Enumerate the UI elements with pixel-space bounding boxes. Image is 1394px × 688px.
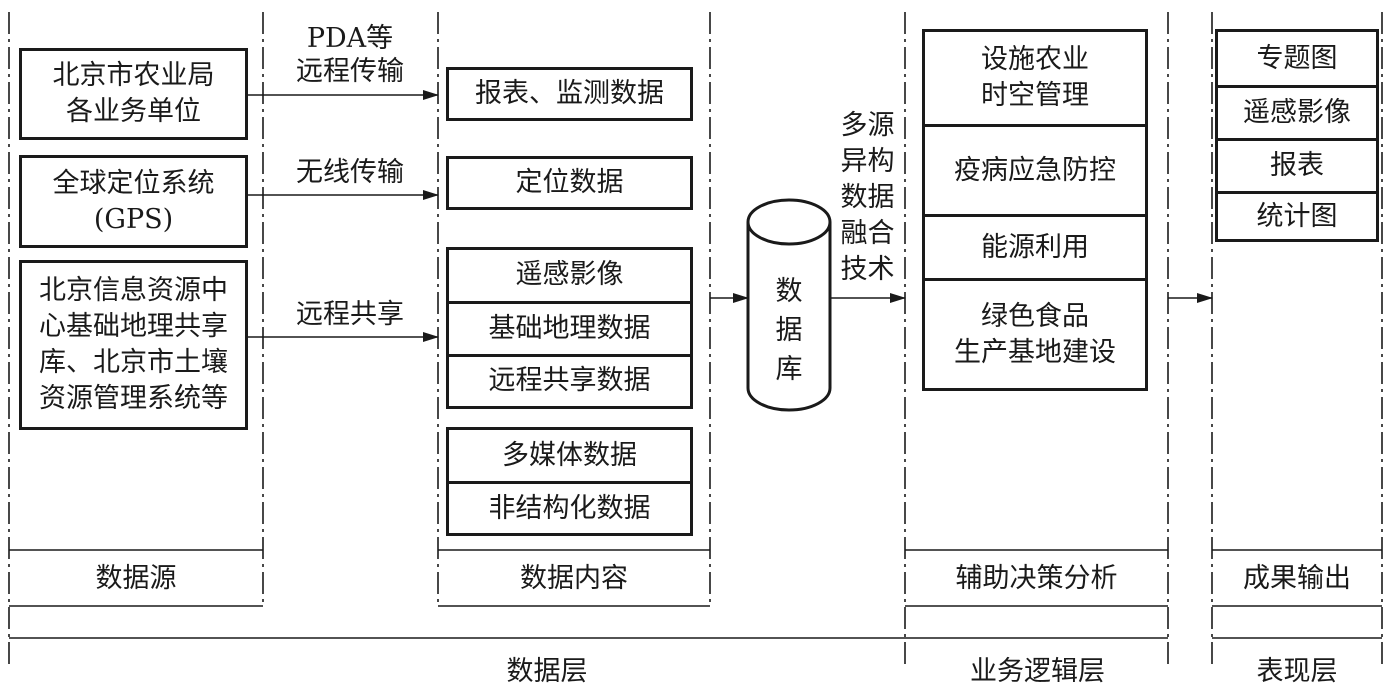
source-info-center: 北京信息资源中 心基础地理共享 库、北京市土壤 资源管理系统等 (19, 260, 248, 430)
content-multimedia: 多媒体数据 (502, 439, 637, 471)
layer-logic-wrap: 业务逻辑层 (920, 622, 1155, 688)
decision-green-food: 绿色食品 生产基地建设 (925, 278, 1145, 388)
layer-presentation-label: 表现层 (1246, 656, 1348, 687)
content-remote-sensing: 遥感影像 (515, 259, 624, 291)
database-cylinder (746, 198, 832, 412)
layer-logic-label: 业务逻辑层 (960, 656, 1115, 687)
source-gps: 全球定位系统 (GPS) (19, 155, 248, 248)
decision-epidemic-control: 疫病应急防控 (925, 124, 1145, 214)
layer-data-wrap: 数据层 (437, 622, 657, 688)
fusion-label: 多源 异构 数据 融合 技术 (840, 110, 895, 285)
layer-data-label: 数据层 (496, 656, 598, 687)
content-unstructured: 非结构化数据 (449, 481, 690, 533)
column-decision-label: 辅助决策分析 (955, 563, 1118, 594)
transfer-pda-label: PDA等 远程传输 (296, 23, 404, 87)
content-group-1: 遥感影像 基础地理数据 远程共享数据 (446, 247, 693, 409)
layer-presentation-wrap: 表现层 (1215, 622, 1379, 688)
source-agriculture-bureau: 北京市农业局 各业务单位 (19, 48, 248, 140)
decision-group: 设施农业 时空管理 疫病应急防控 能源利用 绿色食品 生产基地建设 (922, 29, 1148, 391)
transfer-wireless-label: 无线传输 (296, 157, 404, 188)
content-report: 报表、监测数据 (446, 67, 693, 121)
decision-energy: 能源利用 (925, 214, 1145, 278)
content-basic-geo: 基础地理数据 (449, 300, 690, 354)
column-source-label: 数据源 (95, 563, 177, 594)
content-position: 定位数据 (446, 156, 693, 210)
content-group-2: 多媒体数据 非结构化数据 (446, 427, 693, 536)
output-group: 专题图 遥感影像 报表 统计图 (1215, 29, 1379, 242)
database-label: 数 据 库 (775, 276, 803, 385)
column-output-label: 成果输出 (1243, 563, 1351, 594)
decision-facility-agriculture: 设施农业 时空管理 (981, 44, 1089, 111)
output-remote-sensing: 遥感影像 (1218, 85, 1376, 138)
transfer-remote-share-label: 远程共享 (296, 299, 404, 330)
output-thematic-map: 专题图 (1256, 42, 1338, 74)
output-stat-chart: 统计图 (1218, 191, 1376, 239)
output-report: 报表 (1218, 138, 1376, 191)
column-content-label: 数据内容 (520, 563, 628, 594)
content-remote-shared: 远程共享数据 (449, 353, 690, 406)
